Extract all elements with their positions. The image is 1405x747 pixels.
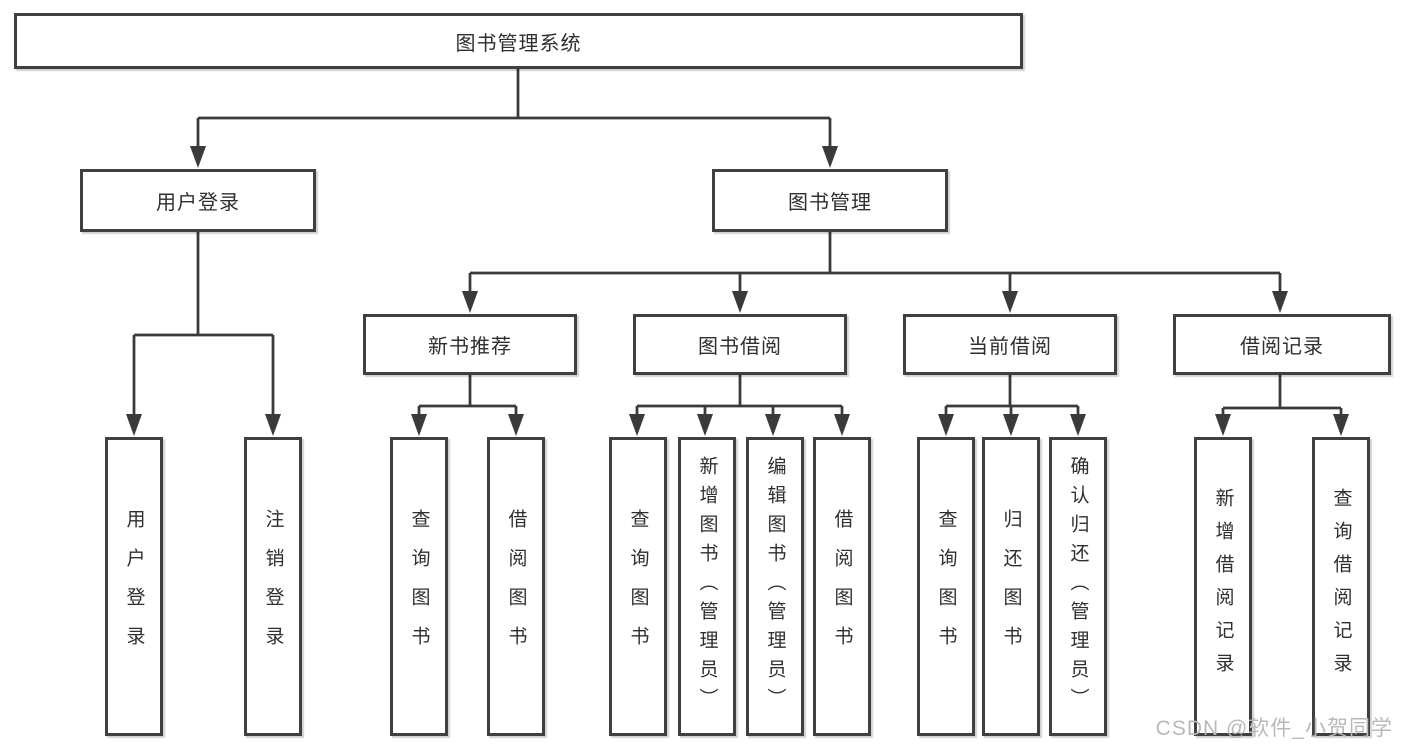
- leaf-confirm-return-admin: 确认归还（管理员）: [1049, 437, 1107, 736]
- csdn-watermark: CSDN @软件_小贺同学: [1155, 717, 1393, 740]
- leaf-label: 确认归还（管理员）: [1067, 456, 1089, 717]
- leaf-add-borrow-record: 新增借阅记录: [1194, 437, 1252, 736]
- leaf-label: 用户登录: [123, 508, 145, 665]
- leaf-label: 注销登录: [262, 508, 284, 665]
- leaf-label: 编辑图书（管理员）: [764, 456, 786, 717]
- leaf-label: 归还图书: [1000, 508, 1022, 665]
- leaf-query-borrow-record: 查询借阅记录: [1312, 437, 1370, 736]
- leaf-query-book-1: 查询图书: [390, 437, 448, 736]
- node-user-login-branch: 用户登录: [80, 169, 316, 232]
- leaf-label: 新增借阅记录: [1212, 487, 1234, 686]
- leaf-label: 查询图书: [408, 508, 430, 665]
- leaf-borrow-book-1: 借阅图书: [487, 437, 545, 736]
- node-root-system: 图书管理系统: [14, 13, 1023, 69]
- node-current-borrow: 当前借阅: [903, 314, 1117, 375]
- leaf-borrow-book-2: 借阅图书: [813, 437, 871, 736]
- leaf-label: 查询图书: [935, 508, 957, 665]
- node-book-management-branch: 图书管理: [712, 169, 948, 232]
- leaf-label: 新增图书（管理员）: [696, 456, 718, 717]
- node-borrow-records: 借阅记录: [1173, 314, 1391, 375]
- node-book-borrow: 图书借阅: [633, 314, 847, 375]
- leaf-label: 查询图书: [627, 508, 649, 665]
- leaf-label: 查询借阅记录: [1330, 487, 1352, 686]
- leaf-logout: 注销登录: [244, 437, 302, 736]
- leaf-return-book: 归还图书: [982, 437, 1040, 736]
- leaf-add-book-admin: 新增图书（管理员）: [678, 437, 736, 736]
- leaf-label: 借阅图书: [505, 508, 527, 665]
- leaf-query-book-2: 查询图书: [609, 437, 667, 736]
- node-new-book-recommend: 新书推荐: [363, 314, 577, 375]
- leaf-edit-book-admin: 编辑图书（管理员）: [746, 437, 804, 736]
- leaf-query-book-3: 查询图书: [917, 437, 975, 736]
- leaf-label: 借阅图书: [831, 508, 853, 665]
- leaf-user-login: 用户登录: [105, 437, 163, 736]
- arrowheads: [126, 146, 1349, 436]
